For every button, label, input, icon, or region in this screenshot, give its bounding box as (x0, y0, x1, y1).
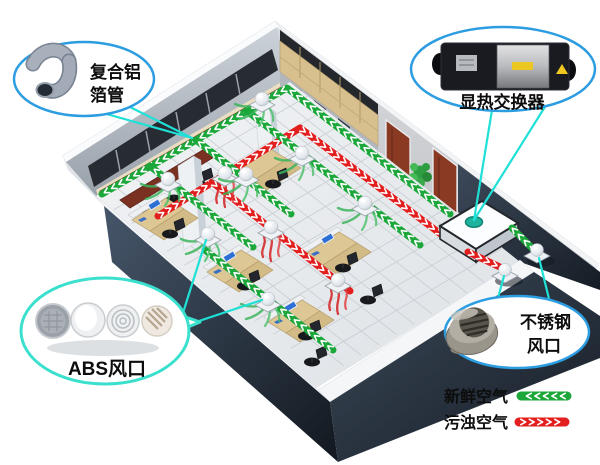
fresh-duct-branch (243, 107, 424, 249)
abs-vent-images (35, 302, 173, 339)
foil-pipe-label-line2: 箔管 (90, 85, 124, 105)
stainless-vent-label-line1: 不锈钢 (520, 312, 571, 332)
heat-exchanger-label: 显热交换器 (460, 92, 546, 112)
front-left-wall-exterior (104, 206, 338, 462)
callout-abs-vent: ABS风口 (19, 276, 202, 386)
exhaust-duct-branch (208, 178, 354, 295)
abs-vent-label: ABS风口 (68, 358, 146, 380)
callout-heat-exchanger: 显热交换器 (409, 25, 597, 113)
callout-connectors (101, 100, 551, 324)
foil-pipe-image (25, 42, 78, 99)
left-corner (64, 160, 104, 206)
legend-polluted-air-label: 污浊空气 (444, 413, 508, 432)
warning-icon (556, 64, 568, 74)
stainless-vent-image (445, 307, 499, 355)
legend-fresh-air-label: 新鲜空气 (444, 387, 508, 406)
callout-stainless-vent: 不锈钢 风口 (443, 294, 591, 370)
heat-exchanger-image (432, 42, 576, 91)
duct-chevrons (520, 418, 561, 426)
duct-chevrons (206, 250, 335, 352)
foil-pipe-label-line1: 复合铝 (89, 62, 141, 82)
callout-foil-pipe: 复合铝 箔管 (12, 40, 156, 118)
building (61, 20, 600, 462)
duct-chevrons (467, 249, 498, 267)
duct-chevrons (525, 392, 566, 400)
dark-wall-section (458, 164, 600, 290)
duct-chevrons (103, 85, 451, 216)
window-band (88, 49, 278, 187)
legend: 新鲜空气 污浊空气 (444, 387, 572, 432)
stainless-vent-label-line2: 风口 (527, 337, 561, 356)
vent-shadow (47, 340, 159, 356)
